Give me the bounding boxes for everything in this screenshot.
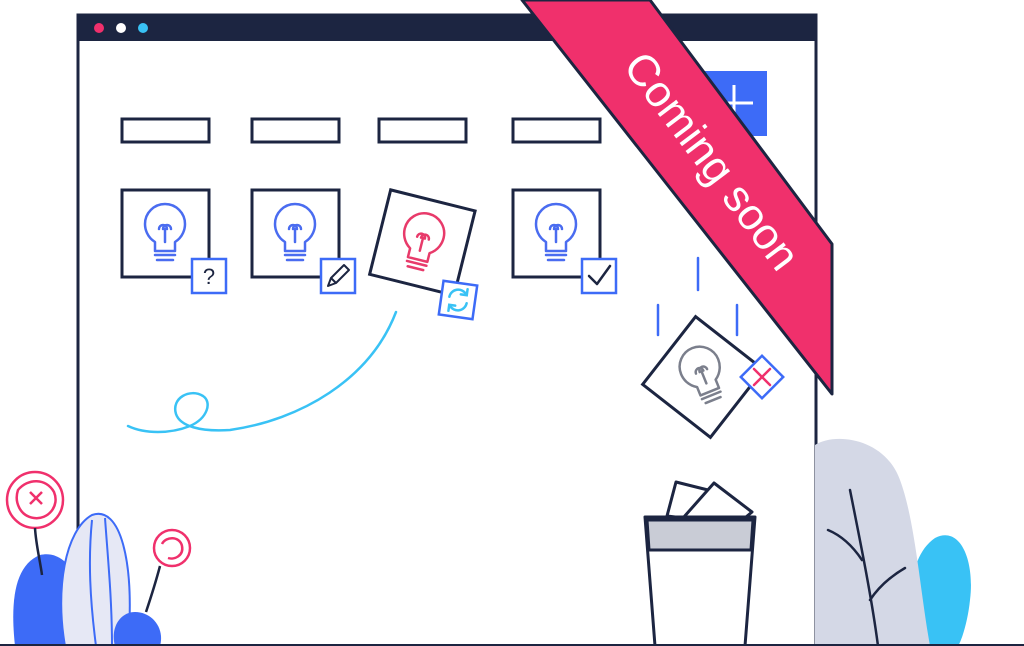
column-header-1[interactable] <box>120 117 211 144</box>
window-close-dot[interactable] <box>94 23 104 33</box>
lightbulb-icon <box>402 212 446 272</box>
idea-card-edit[interactable] <box>250 188 357 295</box>
trash-bin <box>643 480 757 646</box>
idea-card-done[interactable] <box>511 188 618 295</box>
falling-motion-lines <box>656 256 739 337</box>
right-plant <box>815 438 971 646</box>
column-header-2[interactable] <box>250 117 341 144</box>
left-plant <box>5 470 192 646</box>
motion-trail <box>126 310 398 434</box>
window-maximize-dot[interactable] <box>138 23 148 33</box>
trash-bin-band <box>645 518 755 552</box>
idea-card-discarded[interactable] <box>640 314 785 440</box>
status-badge-edit <box>319 257 357 295</box>
status-badge-done <box>580 257 618 295</box>
question-mark-icon: ? <box>203 264 215 289</box>
window-minimize-dot[interactable] <box>116 23 126 33</box>
lightbulb-icon <box>678 345 722 405</box>
status-badge-question: ? <box>190 257 228 295</box>
flower-small <box>144 528 192 613</box>
column-header-4[interactable] <box>511 117 602 144</box>
x-mark-icon <box>752 367 772 387</box>
lightbulb-icon <box>143 202 187 262</box>
sync-icon <box>447 287 469 313</box>
idea-card-sync[interactable] <box>367 188 479 321</box>
window-title-bar <box>78 15 816 41</box>
checkmark-icon <box>587 264 612 286</box>
status-badge-sync <box>437 279 479 321</box>
lightbulb-icon <box>534 202 578 262</box>
column-header-3[interactable] <box>377 117 468 144</box>
column-headers <box>120 117 602 144</box>
lightbulb-icon <box>273 202 317 262</box>
plant-stem <box>826 488 907 646</box>
flower-large <box>5 470 65 576</box>
idea-card-question[interactable]: ? <box>120 188 228 295</box>
pencil-icon <box>327 264 350 287</box>
